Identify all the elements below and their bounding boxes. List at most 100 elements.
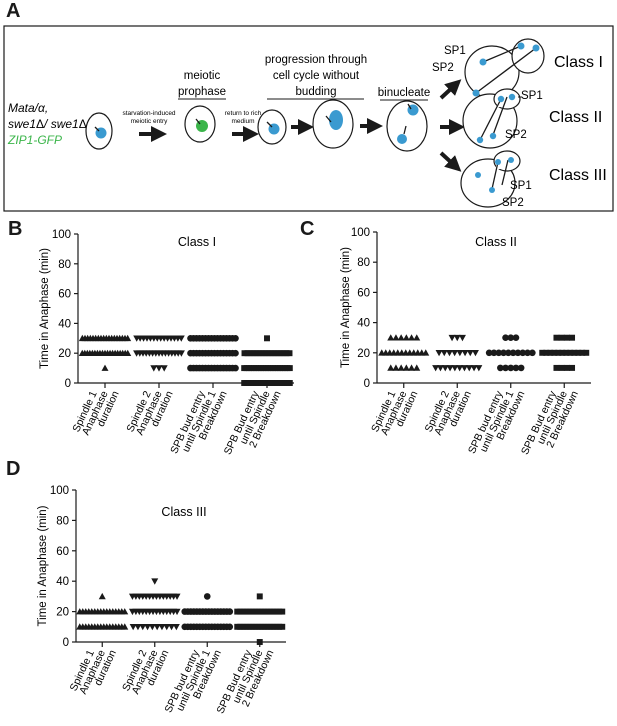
data-point [270,623,277,630]
series-points [432,334,483,372]
data-point [286,365,293,372]
series-points [187,334,239,372]
stage-3-label-3: budding [296,86,337,98]
data-point [258,608,265,615]
data-point [129,624,137,631]
series-points [378,334,430,371]
series-points [76,592,129,630]
data-point [237,608,244,615]
data-point [101,364,109,371]
data-point [273,623,280,630]
data-point [264,623,271,630]
data-point [240,623,247,630]
data-point [387,334,395,341]
data-point [529,349,536,357]
data-point [512,334,520,342]
series-points [234,593,286,645]
y-tick-label: 0 [63,637,69,649]
data-point [264,335,270,342]
data-point [262,350,269,357]
data-point [267,608,274,615]
data-point [470,365,478,372]
y-tick-label: 0 [364,378,370,390]
data-point [555,349,562,356]
data-point [471,350,479,357]
panel-label-d: D [6,458,21,480]
data-point [490,349,498,357]
data-point [461,350,469,357]
data-point [234,608,241,615]
data-point [237,623,244,630]
data-point [408,364,416,371]
data-point [505,349,512,357]
data-point [448,334,456,342]
data-point [563,349,570,356]
data-point [497,364,504,372]
class-1-cell [464,38,545,99]
chart-title: Class II [475,235,517,249]
nucleus-5b [397,134,407,144]
data-point [148,624,156,631]
y-axis-label: Time in Anaphase (min) [39,248,51,369]
data-point [139,624,147,631]
cell-2 [184,105,216,143]
data-point [517,364,525,372]
data-point [397,364,405,371]
y-tick-label: 80 [56,515,69,527]
data-point [507,334,515,342]
data-point [524,349,531,357]
class-2-cell [462,88,521,149]
data-point [422,349,430,356]
data-point [279,608,286,615]
data-point [240,608,247,615]
data-point [276,623,283,630]
y-tick-label: 20 [56,607,69,619]
data-point [465,365,473,372]
data-point [253,350,260,357]
stage-3-label-1: progression through [265,54,367,66]
data-point [151,578,159,585]
data-point [134,624,142,631]
data-point [440,350,448,357]
class-1-sp1-label: SP1 [444,45,466,57]
data-point [413,334,421,341]
class-2-sp2-label: SP2 [505,129,527,141]
data-point [485,349,493,357]
data-point [246,608,253,615]
data-point [124,349,132,356]
data-point [502,364,509,372]
y-tick-label: 60 [56,546,69,558]
data-point [246,623,253,630]
y-tick-label: 80 [357,257,370,269]
data-point [460,365,468,372]
data-point [155,365,163,372]
data-point [280,350,287,357]
data-point [153,624,161,631]
data-point [543,349,550,356]
data-point [261,623,268,630]
strain-line-1: Mata/α, [8,101,48,115]
series-points [133,335,185,372]
data-point [279,623,286,630]
data-point [158,624,166,631]
data-point [495,349,503,357]
data-point [252,608,259,615]
data-point [569,334,576,341]
data-point [451,365,459,372]
data-point [258,623,265,630]
diagram-frame [3,25,614,212]
data-point [397,334,405,341]
class-3-sp1-label: SP1 [510,180,532,192]
y-tick-label: 100 [52,229,71,241]
data-point [441,365,449,372]
data-point [475,365,483,372]
data-point [261,608,268,615]
data-point [173,608,181,616]
series-points [241,335,293,386]
data-point [446,365,454,372]
cell-5 [386,100,428,152]
data-point [226,623,234,631]
data-point [274,350,281,357]
series-points [485,334,536,372]
